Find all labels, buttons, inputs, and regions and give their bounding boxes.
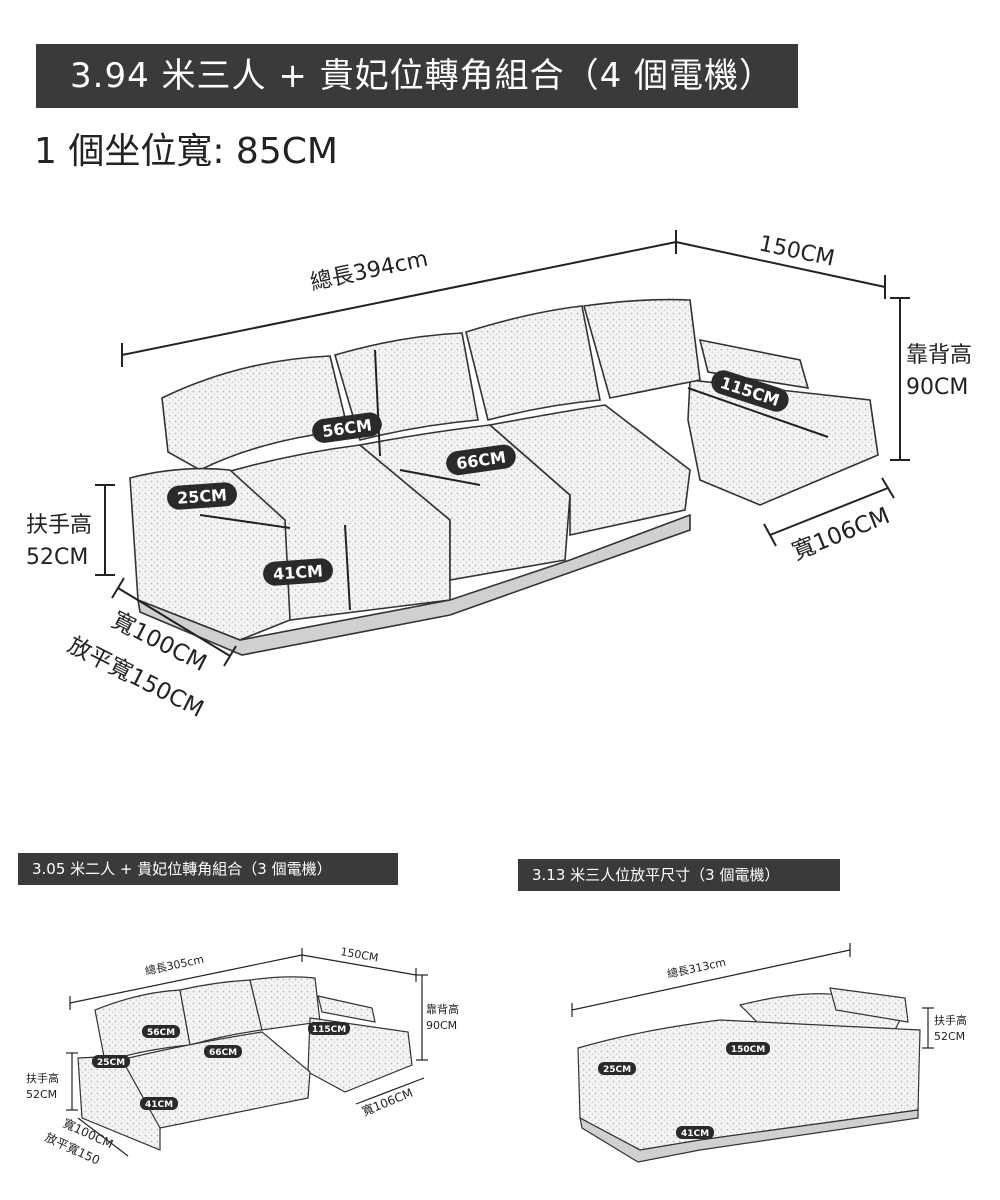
right-variant-dimension-lines — [571, 943, 934, 1049]
seat-2 — [358, 424, 571, 581]
main-armrest-height-value: 52CM — [26, 545, 88, 570]
left-variant-backrest-3 — [249, 976, 321, 1031]
left-variant-pill-56-text: 56CM — [147, 1028, 175, 1038]
left-variant-pill-56: 56CM — [142, 1025, 180, 1038]
main-title-text: 3.94 米三人 + 貴妃位轉角組合（4 個電機） — [70, 56, 775, 96]
main-back-height-value: 90CM — [906, 375, 968, 400]
main-pill-66: 66CM — [446, 444, 516, 476]
right-variant-front — [579, 1109, 919, 1163]
right-variant-title-banner: 3.13 米三人位放平尺寸（3 個電機） — [518, 859, 840, 891]
main-dimension-lines — [95, 230, 910, 667]
backrest-3 — [465, 305, 601, 421]
left-variant-armrest — [317, 995, 376, 1023]
left-variant-chaise — [307, 1017, 413, 1093]
right-variant-sofa-drawing — [577, 987, 921, 1163]
right-variant-pill-25: 25CM — [598, 1062, 636, 1075]
left-variant-armrest-label: 扶手高 — [26, 1071, 59, 1085]
left-variant-title-text: 3.05 米二人 + 貴妃位轉角組合（3 個電機） — [32, 860, 332, 878]
right-variant-title-text: 3.13 米三人位放平尺寸（3 個電機） — [532, 866, 780, 884]
left-armrest — [129, 467, 291, 641]
left-variant-pill-66-text: 66CM — [209, 1048, 237, 1058]
right-variant-pill-41-text: 41CM — [681, 1129, 709, 1139]
right-variant-armrest — [829, 987, 909, 1023]
left-variant-chaise-depth-label: 寬106CM — [360, 1085, 415, 1119]
main-chaise-width-label: 150CM — [757, 231, 837, 271]
left-variant-total-length-label: 總長305cm — [144, 952, 205, 978]
backrest-4 — [582, 298, 701, 399]
left-variant-pill-25-text: 25CM — [97, 1058, 125, 1068]
main-back-height-label: 靠背高 — [906, 343, 972, 368]
main-pill-25: 25CM — [167, 482, 237, 510]
right-variant-pill-25-text: 25CM — [603, 1065, 631, 1075]
main-pill-41: 41CM — [263, 558, 333, 586]
main-armrest-height-label: 扶手高 — [26, 513, 92, 538]
chaise-armrest — [698, 338, 810, 389]
right-variant-total-length-label: 總長313cm — [666, 955, 727, 981]
chaise-base — [687, 379, 879, 506]
right-variant-pill-150-text: 150CM — [731, 1045, 765, 1055]
main-chaise-depth-label: 寬106CM — [789, 503, 894, 566]
left-variant-pill-41: 41CM — [140, 1097, 178, 1110]
right-variant-flat-bed — [577, 1019, 921, 1151]
seat-3 — [488, 404, 691, 536]
left-variant-pill-115-text: 115CM — [312, 1025, 346, 1035]
main-total-length-label: 總長394cm — [308, 247, 430, 296]
left-variant-pill-66: 66CM — [204, 1045, 242, 1058]
left-variant-back-height-value: 90CM — [426, 1019, 457, 1032]
main-pill-41-text: 41CM — [272, 561, 323, 583]
main-pill-56: 56CM — [312, 412, 382, 443]
right-variant-armrest-label: 扶手高 — [934, 1013, 967, 1027]
main-sofa-drawing — [129, 298, 879, 656]
left-variant-back-height-label: 靠背高 — [426, 1002, 459, 1016]
left-variant-pill-41-text: 41CM — [145, 1100, 173, 1110]
right-variant-pill-150: 150CM — [726, 1042, 770, 1055]
right-variant-pill-41: 41CM — [676, 1126, 714, 1139]
left-variant-chaise-width-label: 150CM — [339, 945, 379, 964]
left-variant-title-banner: 3.05 米二人 + 貴妃位轉角組合（3 個電機） — [18, 853, 398, 885]
left-variant-pill-25: 25CM — [92, 1055, 130, 1068]
seat-width-text: 1 個坐位寬: 85CM — [34, 131, 338, 172]
left-variant-pill-115: 115CM — [308, 1022, 350, 1035]
left-variant-dimension-lines — [66, 948, 428, 1157]
main-title-banner: 3.94 米三人 + 貴妃位轉角組合（4 個電機） — [36, 44, 798, 108]
left-variant-armrest-value: 52CM — [26, 1088, 57, 1101]
right-variant-armrest-value: 52CM — [934, 1030, 965, 1043]
main-pill-25-text: 25CM — [176, 485, 227, 507]
front-base — [136, 513, 691, 656]
